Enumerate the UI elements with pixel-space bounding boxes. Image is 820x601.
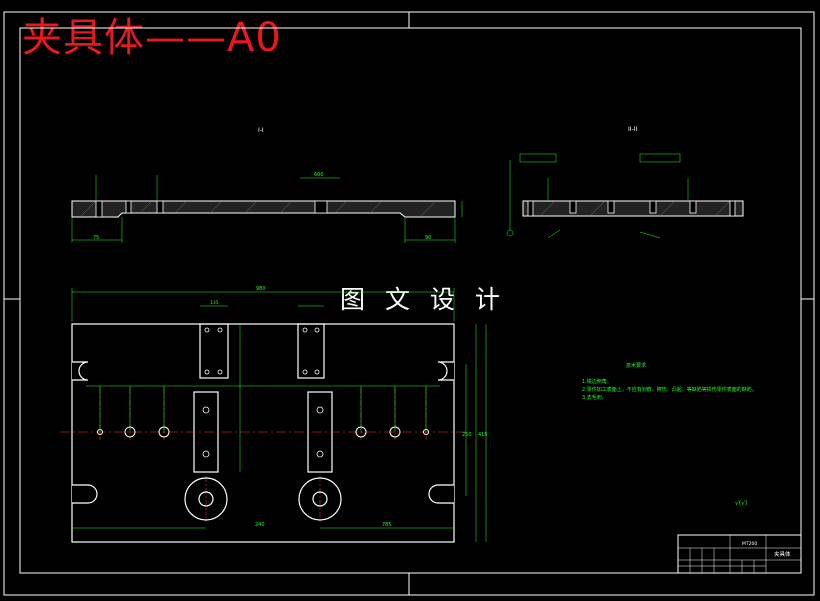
section-plate-left <box>71 200 456 218</box>
title-block-grid <box>678 535 801 573</box>
base-plate-outline <box>71 323 455 543</box>
plan-view: 980 135 240 785 415 250 <box>60 286 488 543</box>
strip-holes <box>202 327 324 458</box>
title-block-frame <box>677 534 802 574</box>
dimension-lines-left <box>71 175 463 243</box>
watermark-text: 图 文 设 计 <box>340 285 506 314</box>
clamp-strip-top-left <box>199 323 229 379</box>
dim-half-height: 250 <box>462 432 472 438</box>
section-plate-right <box>522 200 744 217</box>
requirement-line-1: 1.锐边倒角。 <box>582 379 612 385</box>
section-view-right: II-II <box>506 126 744 239</box>
requirement-line-3: 3.去毛刺。 <box>582 395 607 401</box>
u-slot-top-left <box>72 361 89 381</box>
requirement-line-2: 2.零件加工表面上，不应有划痕、擦伤、凸起、等缺陷等损伤零件表面的缺陷。 <box>582 387 757 393</box>
dim-overall-length: 980 <box>256 286 266 292</box>
title-block: MT200 夹具体 <box>677 534 802 574</box>
hatch-pattern-left <box>79 200 437 218</box>
u-slot-bottom-left <box>72 484 98 504</box>
section-view-left: I-I 75 90 600 <box>71 127 463 243</box>
bosses <box>184 477 342 521</box>
holes-right <box>527 200 736 217</box>
sheet-inner-border <box>19 27 802 574</box>
boss-left <box>184 477 228 521</box>
part-name: 夹具体 <box>774 550 791 558</box>
section-mark-right: II-II <box>628 126 637 133</box>
dim-strip-width: 135 <box>210 300 219 306</box>
section-mark-left: I-I <box>258 127 264 134</box>
u-slot-top-right <box>437 361 454 381</box>
dim-lower-left: 240 <box>255 522 265 528</box>
dim-lower-right: 785 <box>382 522 392 528</box>
vertical-centerlines <box>99 388 427 524</box>
clamp-strips <box>193 323 333 473</box>
boss-right <box>298 477 342 521</box>
dim-height: 415 <box>478 432 488 438</box>
dim-left-end: 75 <box>93 235 99 241</box>
clamp-strip-top-right <box>297 323 325 379</box>
drawing-number: MT200 <box>742 541 757 547</box>
centering-marks <box>4 12 814 595</box>
dim-right-end: 90 <box>425 235 431 241</box>
technical-requirements-heading: 技术要求 <box>626 363 647 369</box>
technical-requirements: 技术要求 1.锐边倒角。 2.零件加工表面上，不应有划痕、擦伤、凸起、等缺陷等损… <box>582 362 757 402</box>
dim-center: 600 <box>314 172 324 178</box>
sheet-outer-border <box>3 11 815 596</box>
holes-left <box>95 200 328 218</box>
u-slots <box>72 361 454 504</box>
roughness-note: √(√) <box>735 500 747 507</box>
hatch-pattern-right <box>539 200 731 217</box>
dimension-lines-plan <box>71 288 487 542</box>
drawing-title: 夹具体——A0 <box>22 15 282 61</box>
dimension-lines-right <box>506 153 689 239</box>
u-slot-bottom-right <box>428 484 454 504</box>
